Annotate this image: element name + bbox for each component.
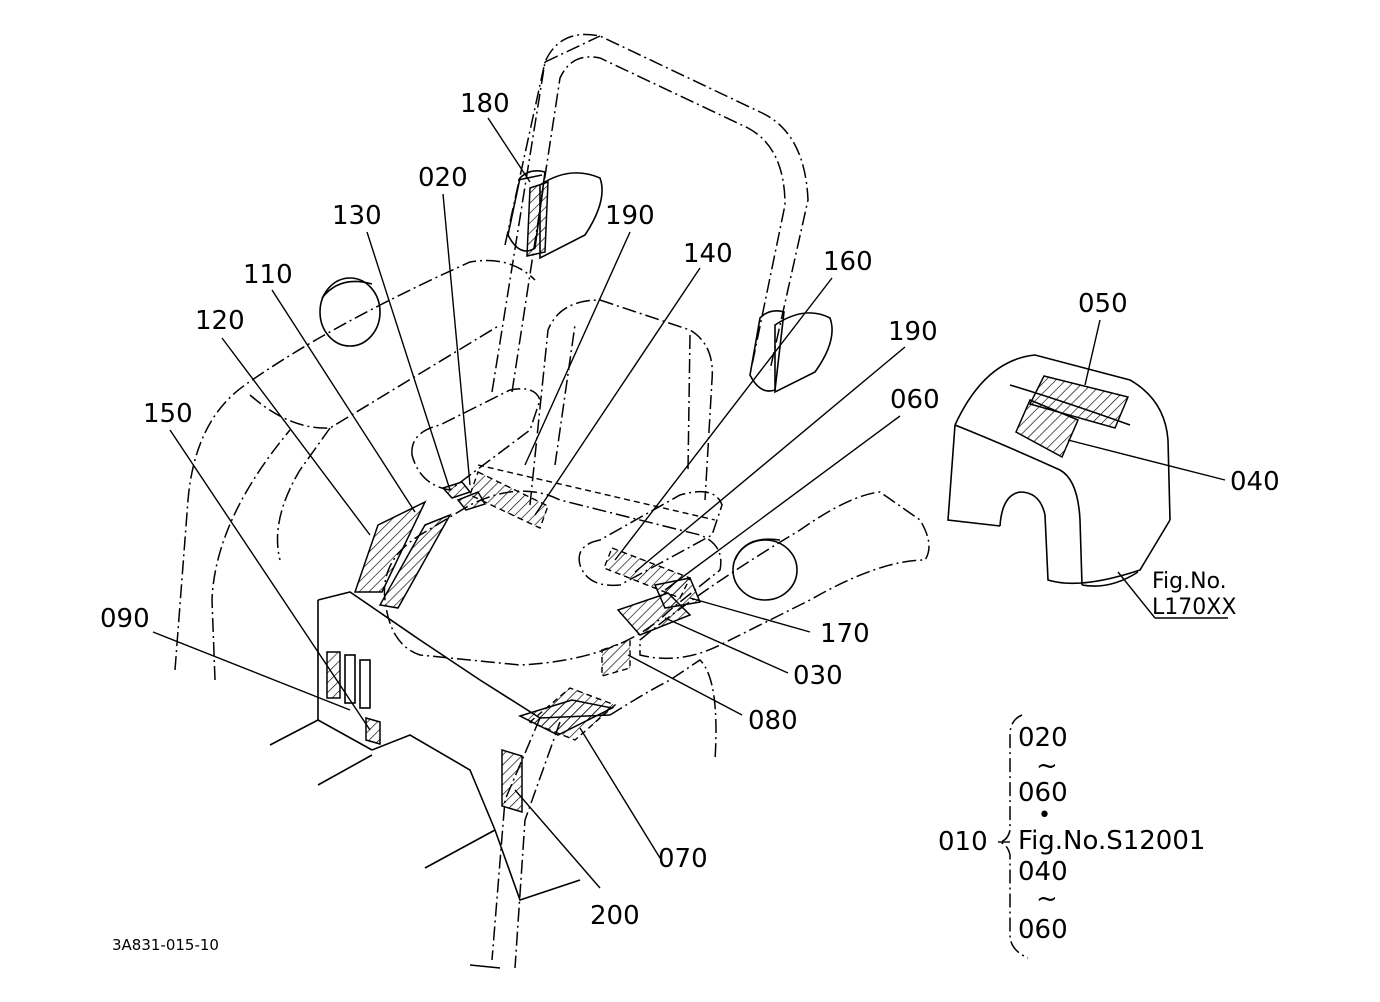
sticker-050 (1028, 375, 1130, 429)
sticker-090b (344, 654, 356, 704)
callout-labels: 180 020 130 190 140 160 110 120 190 060 … (100, 89, 1280, 931)
seat-cushion (383, 464, 722, 666)
front-body (269, 591, 717, 969)
seatbelt-brackets (507, 170, 833, 394)
stickers (326, 180, 1130, 814)
sticker-030 (616, 592, 692, 636)
sticker-110 (378, 513, 452, 609)
callout-040: 040 (1230, 467, 1280, 497)
callout-090: 090 (100, 604, 150, 634)
assembly-range1-start: 020 (1018, 723, 1068, 753)
right-armrest (578, 490, 723, 587)
callout-190-upper: 190 (605, 201, 655, 231)
callout-120: 120 (195, 306, 245, 336)
callout-130: 130 (332, 201, 382, 231)
callout-020: 020 (418, 163, 468, 193)
sticker-040 (1015, 399, 1079, 459)
drawing-number: 3A831-015-10 (112, 936, 219, 954)
sticker-130a (441, 481, 472, 499)
sticker-150 (365, 717, 381, 745)
callout-050: 050 (1078, 289, 1128, 319)
sticker-070-shadow (528, 687, 617, 741)
assembly-tilde-1: ~ (1036, 751, 1058, 781)
seat-back (529, 299, 714, 506)
assembly-range1-end: 060 (1018, 778, 1068, 808)
sticker-140 (469, 471, 549, 529)
callout-170: 170 (820, 619, 870, 649)
left-fender (174, 259, 536, 681)
sticker-080 (601, 639, 631, 677)
fig-ref-line1: Fig.No. (1152, 569, 1227, 594)
right-fender (639, 491, 930, 660)
sticker-120 (353, 500, 427, 593)
left-armrest (411, 388, 541, 491)
callout-070: 070 (658, 844, 708, 874)
sticker-090c (359, 659, 371, 709)
leader-lines (152, 117, 1228, 889)
callout-160: 160 (823, 247, 873, 277)
callout-080: 080 (748, 706, 798, 736)
fig-reference: Fig.No. L170XX (1152, 569, 1236, 620)
sticker-200 (501, 748, 523, 814)
callout-150: 150 (143, 399, 193, 429)
callout-180: 180 (460, 89, 510, 119)
right-knob (732, 538, 798, 601)
fig-ref-line2: L170XX (1152, 595, 1236, 620)
assembly-tilde-2: ~ (1036, 884, 1058, 914)
callout-060: 060 (890, 385, 940, 415)
callout-140: 140 (683, 239, 733, 269)
assembly-range2-start: 040 (1018, 857, 1068, 887)
sticker-180 (526, 180, 549, 257)
assembly-number: 010 (938, 827, 988, 857)
assembly-note: 010 020 ~ 060 • Fig.No.S12001 040 ~ 060 (938, 714, 1205, 959)
callout-030: 030 (793, 661, 843, 691)
callout-190-lower: 190 (888, 317, 938, 347)
left-knob (319, 277, 381, 347)
assembly-range2-end: 060 (1018, 915, 1068, 945)
callout-200: 200 (590, 901, 640, 931)
assembly-dot: • (1038, 803, 1051, 828)
assembly-figure: Fig.No.S12001 (1018, 826, 1205, 856)
callout-110: 110 (243, 260, 293, 290)
